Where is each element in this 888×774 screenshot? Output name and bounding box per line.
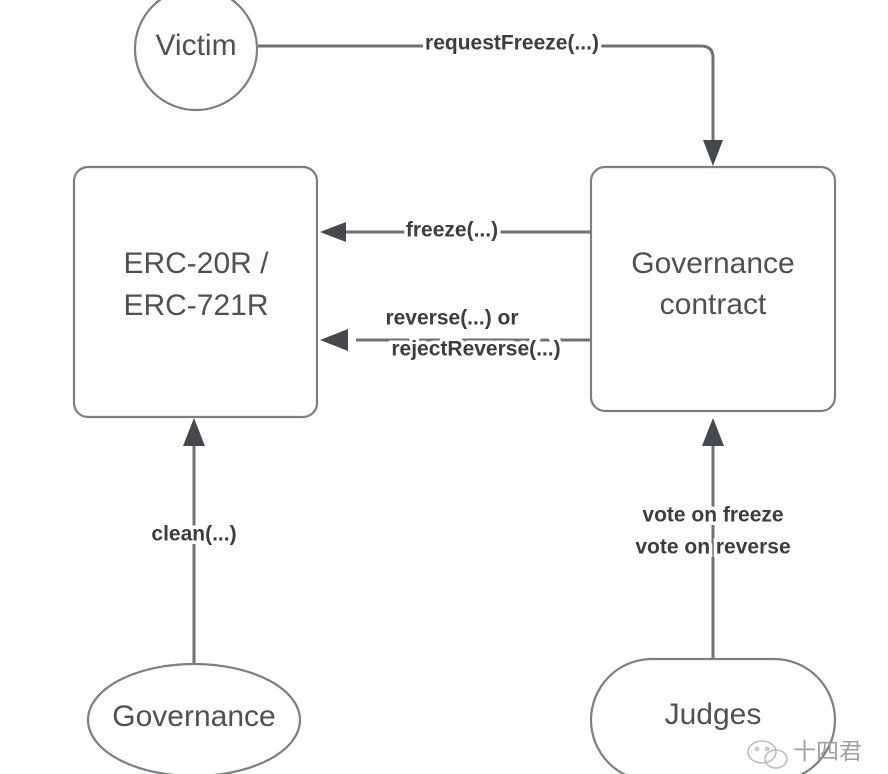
node-governance-contract-label-line1: Governance (631, 247, 794, 280)
node-governance[interactable]: Governance (86, 662, 302, 774)
edge-label-reverse-text-line1: reverse(...) or (385, 307, 518, 330)
node-governance-label: Governance (112, 700, 275, 733)
node-victim-shape (133, 0, 259, 112)
edge-request-freeze-line (258, 44, 715, 148)
node-victim-label: Victim (155, 29, 236, 62)
edge-label-freeze-text: freeze(...) (406, 219, 498, 242)
node-erc-shape (72, 165, 319, 419)
edge-label-clean-halo: clean(...) (151, 523, 236, 546)
edge-label-vote-text-line2: vote on reverse (635, 536, 790, 559)
edge-label-vote: vote on freeze vote on freeze vote on re… (632, 500, 794, 562)
edge-request-freeze-arrowhead (703, 140, 723, 166)
node-governance-shape (86, 662, 302, 774)
edge-label-vote-text-line1: vote on freeze (642, 504, 783, 527)
edge-freeze (320, 222, 590, 242)
edge-label-vote-halo-line2: vote on reverse (635, 536, 790, 559)
edge-label-reverse-halo-line2: rejectReverse(...) (391, 338, 560, 361)
edge-request-freeze (258, 44, 723, 166)
edge-freeze-arrowhead (320, 222, 346, 242)
node-erc[interactable]: ERC-20R / ERC-721R (72, 165, 319, 419)
node-erc-label-line2: ERC-721R (123, 289, 268, 322)
edge-label-clean-text: clean(...) (151, 523, 236, 546)
edge-label-reverse: reverse(...) or reverse(...) or rejectRe… (382, 303, 564, 364)
watermark: 十四君 (747, 738, 862, 769)
node-governance-contract[interactable]: Governance contract (589, 165, 837, 413)
node-governance-contract-label-line2: contract (660, 288, 767, 321)
node-governance-contract-shape (589, 165, 837, 413)
edge-label-request-freeze-halo: requestFreeze(...) (425, 32, 599, 55)
wechat-official-account-logo-icon (747, 740, 788, 769)
edge-reverse (320, 329, 590, 351)
watermark-label: 十四君 (793, 738, 862, 764)
edge-clean (183, 418, 205, 664)
edge-label-reverse-text-line2: rejectReverse(...) (391, 338, 560, 361)
edge-label-request-freeze: requestFreeze(...) requestFreeze(...) (422, 28, 603, 58)
node-erc-label-line1: ERC-20R / (123, 247, 269, 280)
edge-reverse-arrowhead (320, 329, 348, 351)
node-judges-label: Judges (665, 698, 762, 731)
edge-label-vote-halo-line1: vote on freeze (642, 504, 783, 527)
edge-label-freeze-halo: freeze(...) (406, 219, 498, 242)
edge-vote (702, 418, 724, 660)
edge-label-clean: clean(...) clean(...) (148, 519, 240, 549)
edge-clean-arrowhead (183, 418, 205, 446)
edge-vote-arrowhead (702, 418, 724, 446)
node-victim[interactable]: Victim (133, 0, 259, 112)
edge-label-reverse-halo-line1: reverse(...) or (385, 307, 518, 330)
edge-label-request-freeze-text: requestFreeze(...) (425, 32, 599, 55)
edge-label-freeze: freeze(...) freeze(...) (402, 215, 501, 245)
